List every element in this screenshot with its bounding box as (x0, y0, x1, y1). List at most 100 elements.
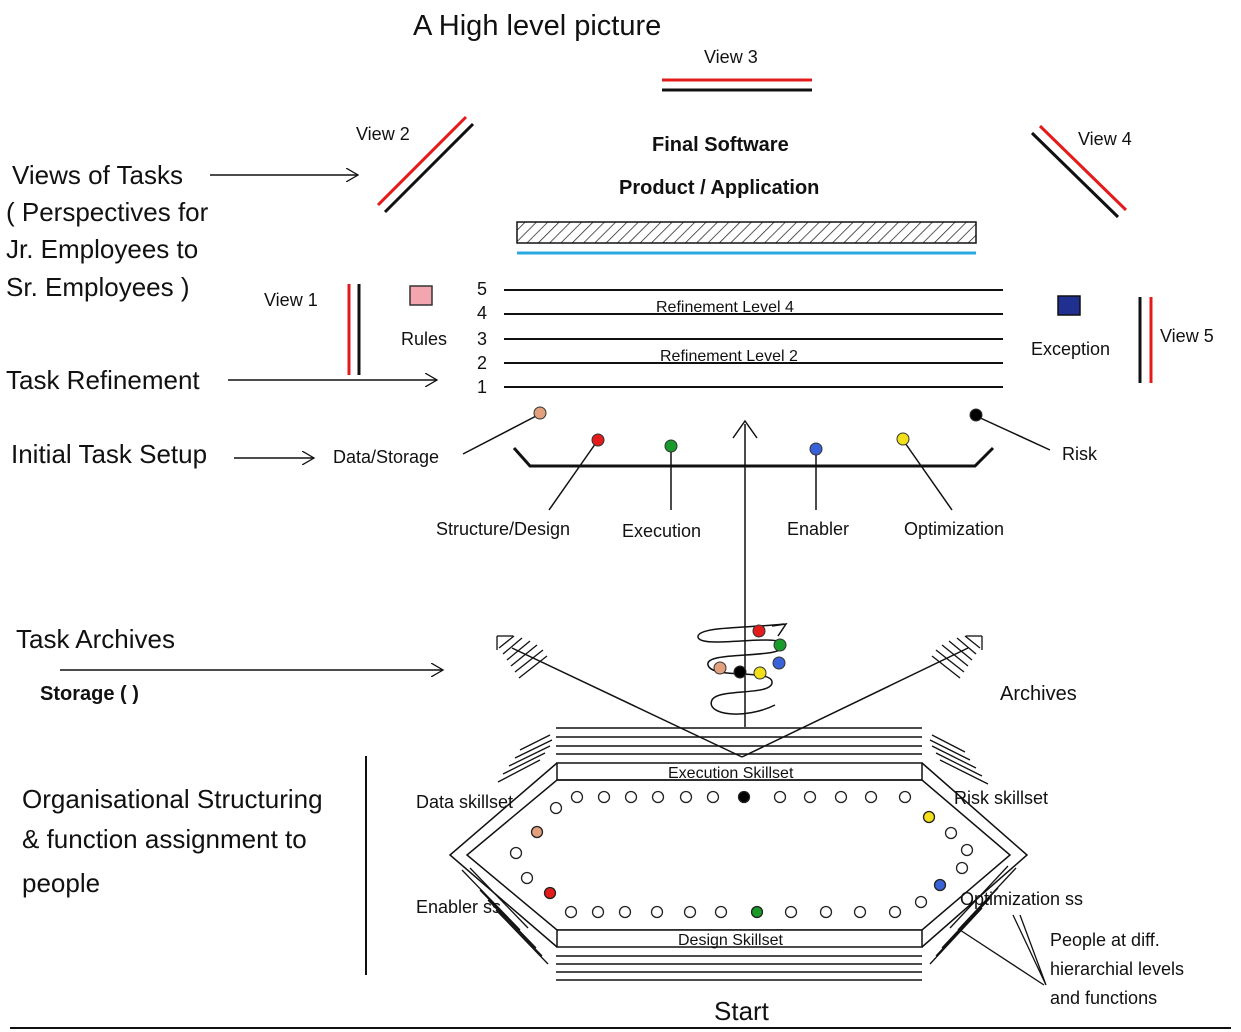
person-circle (618, 905, 632, 919)
person-circle (650, 905, 664, 919)
spiral-arrow-head (771, 623, 788, 637)
level-3-number: 3 (477, 329, 487, 349)
rules-icon (409, 285, 433, 306)
enabler-node (809, 442, 823, 456)
spiral-black-node (733, 665, 747, 679)
hexagon-left-outer (448, 762, 558, 948)
person-circle (803, 790, 817, 804)
hexagon-right-hatching (929, 734, 1017, 965)
top-stack-lines (556, 727, 922, 755)
spiral-tan-node (713, 661, 727, 675)
task-refinement-label: Task Refinement (6, 365, 200, 395)
rules-label: Rules (401, 329, 447, 349)
risk-label: Risk (1062, 444, 1098, 464)
final-product-bar (516, 221, 977, 244)
page-title: A High level picture (413, 10, 661, 42)
level-5-number: 5 (477, 279, 487, 299)
person-circle (591, 905, 605, 919)
exception-label: Exception (1031, 339, 1110, 359)
bottom-stack-lines (556, 955, 922, 981)
person-circle (570, 790, 584, 804)
right-archive-hatch (931, 635, 983, 679)
start-label: Start (714, 996, 770, 1026)
person-circle (520, 871, 534, 885)
structure-design-connector (548, 439, 599, 511)
org-label-line1: Organisational Structuring (22, 784, 323, 814)
right-archive-link (741, 647, 969, 758)
risk-skillset-label: Risk skillset (954, 788, 1048, 808)
view-5-label: View 5 (1160, 326, 1214, 346)
execution-label: Execution (622, 521, 701, 541)
refinement-level-4-label: Refinement Level 4 (656, 299, 794, 316)
view-2-label: View 2 (356, 124, 410, 144)
spiral-blue-node (772, 656, 786, 670)
person-circle (834, 790, 848, 804)
view-3-label: View 3 (704, 47, 758, 67)
execution-skillset-label: Execution Skillset (668, 765, 794, 782)
view-4-black-line (1030, 131, 1120, 219)
spiral-yellow-node (753, 666, 767, 680)
person-circle (624, 790, 638, 804)
spiral-red-node (752, 624, 766, 638)
storage-label: Storage ( ) (40, 683, 139, 705)
task-archives-label: Task Archives (16, 624, 175, 654)
person-circle (784, 905, 798, 919)
optimization-ss-label: Optimization ss (960, 889, 1083, 909)
person-circle (853, 905, 867, 919)
structure-design-label: Structure/Design (436, 519, 570, 539)
risk-connector (975, 415, 1051, 451)
exception-icon (1057, 295, 1081, 316)
view-2-black-line (383, 122, 475, 214)
optimization-label: Optimization (904, 519, 1004, 539)
person-circle (819, 905, 833, 919)
execution-node (664, 439, 678, 453)
person-circle (864, 790, 878, 804)
person-circle (597, 790, 611, 804)
perspectives-line3: Sr. Employees ) (6, 272, 190, 302)
perspectives-line1: ( Perspectives for (6, 197, 209, 227)
optimization-connector (902, 439, 953, 511)
person-circle (914, 895, 928, 909)
people-note-pointer (1012, 914, 1047, 986)
person-circle (549, 801, 563, 815)
view-4-label: View 4 (1078, 129, 1132, 149)
person-circle (737, 790, 751, 804)
person-circle (922, 810, 936, 824)
person-circle (773, 790, 787, 804)
person-circle (714, 905, 728, 919)
view-1-label: View 1 (264, 290, 318, 310)
level-1-number: 1 (477, 377, 487, 397)
spiral-green-node (773, 638, 787, 652)
initial-setup-label: Initial Task Setup (11, 439, 207, 469)
person-circle (564, 905, 578, 919)
refinement-level-2-label: Refinement Level 2 (660, 348, 798, 365)
data-storage-label: Data/Storage (333, 447, 439, 467)
people-note-line2: hierarchial levels (1050, 959, 1184, 979)
person-circle (955, 861, 969, 875)
people-note-line3: and functions (1050, 988, 1157, 1008)
person-circle (530, 825, 544, 839)
data-skillset-label: Data skillset (416, 792, 513, 812)
design-skillset-label: Design Skillset (678, 932, 783, 949)
view-2-red-line (376, 115, 468, 207)
person-circle (750, 905, 764, 919)
task-spiral (697, 623, 785, 715)
person-circle (679, 790, 693, 804)
central-arrow-head (732, 419, 758, 439)
structure-design-node (591, 433, 605, 447)
perspectives-line2: Jr. Employees to (6, 234, 198, 264)
skill-hexagon-inner (465, 779, 1012, 931)
person-circle (543, 886, 557, 900)
data-storage-node (533, 406, 547, 420)
people-circles (509, 790, 974, 919)
left-archive-link (511, 647, 743, 758)
hexagon-right-outer (921, 762, 1029, 948)
org-label-line3: people (22, 868, 100, 898)
person-circle (888, 905, 902, 919)
view-4-red-line (1038, 124, 1128, 212)
hexagon-left-hatching (461, 734, 553, 965)
person-circle (933, 878, 947, 892)
people-note-line1: People at diff. (1050, 930, 1160, 950)
person-circle (706, 790, 720, 804)
optimization-node (896, 432, 910, 446)
